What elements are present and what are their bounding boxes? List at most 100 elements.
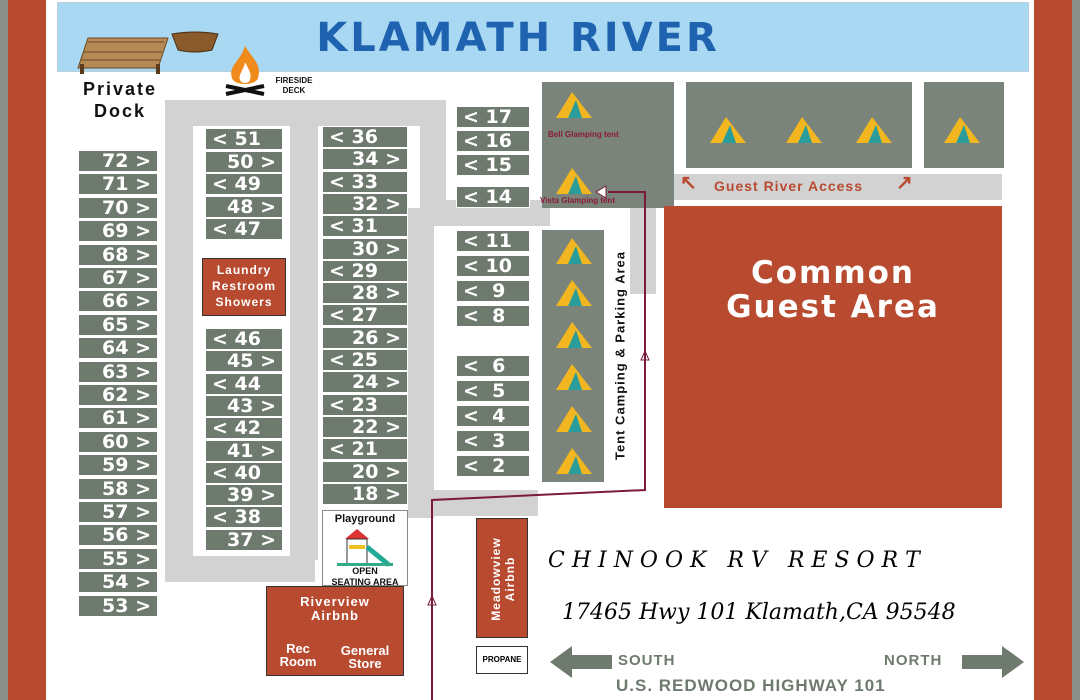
lot-3[interactable]: < 3 <box>456 430 530 452</box>
open-seating-label: OPEN SEATING AREA <box>331 566 399 587</box>
lot-24[interactable]: 24 > <box>322 371 408 394</box>
lot-2[interactable]: < 2 <box>456 455 530 477</box>
road <box>290 100 318 560</box>
lot-41[interactable]: 41 > <box>205 439 283 462</box>
meadowview-airbnb[interactable]: Meadowview Airbnb <box>476 518 528 638</box>
lot-44[interactable]: < 44 <box>205 372 283 395</box>
fire-icon <box>225 46 265 96</box>
lot-18[interactable]: 18 > <box>322 482 408 505</box>
playground-icon <box>337 529 393 567</box>
lot-28[interactable]: 28 > <box>322 282 408 305</box>
lot-30[interactable]: 30 > <box>322 237 408 260</box>
lot-8[interactable]: < 8 <box>456 305 530 327</box>
lot-17[interactable]: < 17 <box>456 106 530 128</box>
lot-71[interactable]: 71 > <box>78 173 158 196</box>
rec-room-label[interactable]: Rec Room <box>279 641 317 669</box>
lot-64[interactable]: 64 > <box>78 337 158 360</box>
lot-53[interactable]: 53 > <box>78 594 158 617</box>
propane-box[interactable]: PROPANE <box>476 646 528 674</box>
lot-36[interactable]: < 36 <box>322 126 408 148</box>
lot-31[interactable]: < 31 <box>322 215 408 238</box>
lot-14[interactable]: < 14 <box>456 186 530 208</box>
lot-67[interactable]: 67 > <box>78 267 158 289</box>
lot-26[interactable]: 26 > <box>322 326 408 349</box>
lot-68[interactable]: 68 > <box>78 243 158 266</box>
lot-16[interactable]: < 16 <box>456 130 530 152</box>
lot-38[interactable]: < 38 <box>205 506 283 529</box>
road <box>630 174 1002 200</box>
common-guest-area[interactable]: Common Guest Area <box>664 206 1002 508</box>
lot-47[interactable]: < 47 <box>205 218 283 241</box>
lot-40[interactable]: < 40 <box>205 461 283 484</box>
resort-address: 17465 Hwy 101 Klamath,CA 95548 <box>562 600 956 625</box>
tent-icon <box>556 238 592 264</box>
lot-29[interactable]: < 29 <box>322 259 408 282</box>
lot-45[interactable]: 45 > <box>205 350 283 373</box>
lot-33[interactable]: < 33 <box>322 170 408 193</box>
highway-label: U.S. REDWOOD HIGHWAY 101 <box>616 676 886 695</box>
lot-57[interactable]: 57 > <box>78 501 158 523</box>
lot-6[interactable]: < 6 <box>456 355 530 377</box>
tent-icon <box>856 117 892 143</box>
lot-25[interactable]: < 25 <box>322 349 408 371</box>
bell-glamping-label: Bell Glamping tent <box>548 130 619 139</box>
lot-32[interactable]: 32 > <box>322 192 408 215</box>
guest-river-access-label: Guest River Access <box>714 178 863 194</box>
tent-camping-area[interactable] <box>542 230 604 482</box>
lot-23[interactable]: < 23 <box>322 393 408 416</box>
lot-42[interactable]: < 42 <box>205 417 283 440</box>
lot-54[interactable]: 54 > <box>78 571 158 594</box>
tent-icon <box>944 117 980 143</box>
lot-59[interactable]: 59 > <box>78 454 158 477</box>
lot-11[interactable]: < 11 <box>456 230 530 252</box>
fireside-deck-label: FIRESIDE DECK <box>275 76 313 95</box>
klamath-river: KLAMATH RIVER <box>57 2 1029 72</box>
lot-51[interactable]: < 51 <box>205 128 283 150</box>
lot-50[interactable]: 50 > <box>205 150 283 173</box>
lot-10[interactable]: < 10 <box>456 255 530 277</box>
lot-39[interactable]: 39 > <box>205 484 283 507</box>
lot-43[interactable]: 43 > <box>205 394 283 417</box>
lot-61[interactable]: 61 > <box>78 407 158 430</box>
road <box>165 100 193 580</box>
lot-55[interactable]: 55 > <box>78 547 158 570</box>
dock-icon <box>77 37 169 74</box>
lot-65[interactable]: 65 > <box>78 313 158 336</box>
lot-70[interactable]: 70 > <box>78 196 158 219</box>
left-border <box>0 0 46 700</box>
lot-15[interactable]: < 15 <box>456 154 530 176</box>
right-border <box>1034 0 1080 700</box>
riverview-airbnb-block[interactable]: Riverview Airbnb Rec Room General Store <box>266 586 404 676</box>
vista-glamping-label: Vista Glamping tent <box>540 196 615 205</box>
arrow-up-left-icon: ↖ <box>680 172 697 194</box>
lot-4[interactable]: < 4 <box>456 405 530 427</box>
lot-20[interactable]: 20 > <box>322 460 408 483</box>
lot-46[interactable]: < 46 <box>205 328 283 350</box>
walking-path <box>427 185 650 700</box>
lot-63[interactable]: 63 > <box>78 360 158 383</box>
lot-60[interactable]: 60 > <box>78 430 158 453</box>
lot-69[interactable]: 69 > <box>78 220 158 243</box>
lot-72[interactable]: 72 > <box>78 150 158 172</box>
lot-27[interactable]: < 27 <box>322 304 408 327</box>
lot-37[interactable]: 37 > <box>205 528 283 551</box>
lot-62[interactable]: 62 > <box>78 384 158 406</box>
tent-icon <box>710 117 746 143</box>
lot-5[interactable]: < 5 <box>456 380 530 402</box>
arrow-right-icon <box>962 646 1024 678</box>
tent-icon <box>556 168 592 194</box>
lot-22[interactable]: 22 > <box>322 415 408 438</box>
lot-9[interactable]: < 9 <box>456 280 530 302</box>
lot-56[interactable]: 56 > <box>78 524 158 547</box>
laundry-restroom-showers[interactable]: Laundry Restroom Showers <box>202 258 286 316</box>
lot-21[interactable]: < 21 <box>322 438 408 461</box>
general-store-label[interactable]: General Store <box>340 643 390 671</box>
lot-48[interactable]: 48 > <box>205 195 283 218</box>
lot-66[interactable]: 66 > <box>78 290 158 313</box>
lot-49[interactable]: < 49 <box>205 173 283 196</box>
common-guest-area-label: Common Guest Area <box>726 255 940 325</box>
tent-icon <box>556 364 592 390</box>
lot-58[interactable]: 58 > <box>78 477 158 500</box>
arrow-up-right-icon: ↗ <box>896 172 913 194</box>
lot-34[interactable]: 34 > <box>322 148 408 171</box>
